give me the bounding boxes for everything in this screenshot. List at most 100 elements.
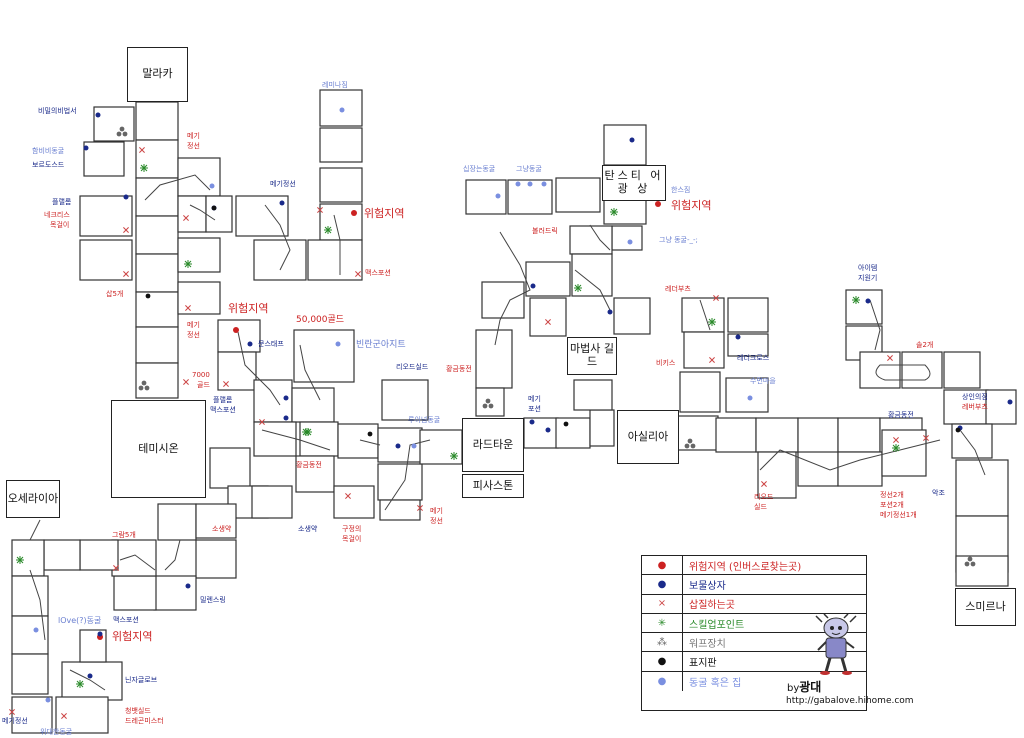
map-room [293, 329, 355, 383]
skill-point-icon [852, 296, 860, 304]
map-room [135, 326, 179, 364]
dig-spot-icon [183, 379, 189, 385]
label-riod1: 리오드 [754, 493, 774, 501]
credit-by: by [787, 683, 800, 694]
map-room [253, 239, 307, 281]
legend-row: ✳ 스킬업포인트 [642, 613, 866, 634]
dig-spot-icon [61, 713, 67, 719]
dig-spot-icon [123, 271, 129, 277]
warp-device-icon [967, 556, 973, 562]
treasure-chest-icon [1007, 399, 1013, 405]
legend-text: 삽질하는곳 [689, 600, 735, 612]
skill-point-icon [892, 444, 900, 452]
label-pulgallel: 플랠롬 [52, 198, 72, 206]
label-megi3a: 메기 [430, 507, 443, 515]
dig-spot-icon [355, 271, 361, 277]
red-dot-icon: ● [657, 559, 667, 571]
map-room [727, 297, 769, 333]
dig-spot-icon [223, 381, 229, 387]
town-tansti: 탄스티 어 광 상 [602, 165, 666, 201]
dig-spot-icon [185, 305, 191, 311]
map-path [959, 429, 986, 476]
map-room [79, 195, 133, 237]
map-room [177, 281, 221, 315]
map-room [135, 139, 179, 179]
dig-spot-icon [417, 505, 423, 511]
map-room [135, 362, 179, 399]
dig-spot-icon [317, 207, 323, 213]
map-path [164, 539, 181, 571]
map-room [859, 351, 901, 389]
label-jeongseon2a: 정선2개 [880, 491, 904, 499]
map-room [113, 575, 157, 611]
label-goldcoin2: 황금동전 [446, 365, 472, 373]
dig-spot-icon [923, 435, 929, 441]
treasure-chest-icon [97, 631, 103, 637]
warp-device-icon [684, 443, 690, 449]
blue-dot-icon: ● [657, 675, 667, 687]
green-star-icon: ✳ [657, 617, 667, 629]
cave-or-house-icon [209, 183, 215, 189]
label-maxpotion3: 맥스포션 [113, 616, 139, 624]
label-megijeongseon: 메기정선 [270, 180, 296, 188]
map-path [384, 439, 431, 511]
label-bimil: 비밀의비법서 [38, 107, 77, 115]
cave-or-house-icon [541, 181, 547, 187]
label-megi3b: 정선 [430, 517, 443, 525]
map-room [195, 503, 237, 539]
map-room [475, 329, 513, 389]
label-pulgallel2: 플랠롬 [213, 396, 233, 404]
map-room [11, 653, 49, 695]
map-room [419, 429, 463, 465]
warp-device-icon [970, 561, 976, 567]
label-sosaengyak2: 소생약 [298, 525, 318, 533]
treasure-chest-icon [283, 395, 289, 401]
cave-or-house-icon [495, 193, 501, 199]
map-room [797, 451, 839, 487]
label-gujeong1: 구정의 [342, 525, 362, 533]
signpost-icon [211, 205, 217, 211]
credit: by광대 [787, 678, 821, 695]
dig-spot-icon [713, 295, 719, 301]
map-room [43, 539, 81, 571]
map-room [757, 451, 797, 499]
map-room [135, 177, 179, 217]
treasure-chest-icon [395, 443, 401, 449]
cave-or-house-icon [627, 239, 633, 245]
signpost-icon [563, 421, 569, 427]
label-apartment: 빈란군아지트 [356, 340, 406, 350]
skill-point-icon [140, 164, 148, 172]
danger-zone-icon [233, 327, 239, 333]
treasure-chest-icon [247, 341, 253, 347]
dig-spot-icon [113, 565, 119, 571]
legend-text: 스킬업포인트 [689, 619, 745, 631]
label-rumina: 루이넘동굴 [408, 416, 441, 424]
town-pisaston: 피사스톤 [462, 474, 524, 498]
town-asilia: 아실리아 [617, 410, 679, 464]
label-moonstaff: 문스태프 [258, 340, 284, 348]
label-gold7000b: 골드 [197, 381, 210, 389]
map-room [381, 379, 429, 421]
map-room [683, 331, 725, 369]
skill-point-icon [16, 556, 24, 564]
map-room [985, 389, 1017, 425]
label-maxpotion1: 맥스포션 [365, 269, 391, 277]
label-akjo: 악조 [932, 489, 945, 497]
map-room [319, 203, 363, 241]
map-room [177, 237, 221, 273]
map-room [135, 253, 179, 293]
map-room [11, 615, 49, 655]
map-room [253, 421, 297, 457]
map-room [715, 417, 757, 453]
label-gujeong2: 목걸이 [342, 535, 362, 543]
legend-text: 동굴 혹은 집 [689, 677, 742, 689]
map-room [955, 555, 1009, 587]
map-room [797, 417, 839, 455]
map-room [727, 333, 769, 357]
skill-point-icon [708, 318, 716, 326]
legend-row: ×삽질하는곳 [642, 594, 866, 614]
warp-device-icon [687, 438, 693, 444]
cave-or-house-icon [45, 697, 51, 703]
label-gram5: 그람5개 [112, 531, 136, 539]
